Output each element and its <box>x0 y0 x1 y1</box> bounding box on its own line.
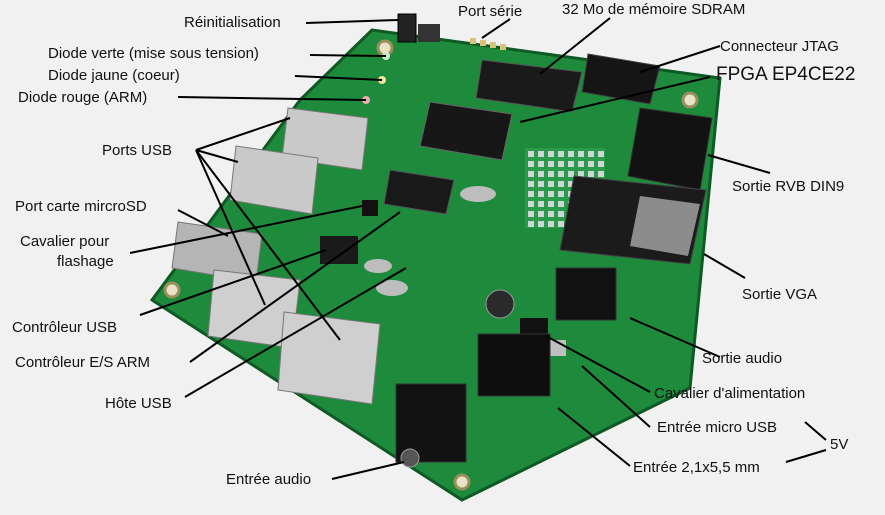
mounting-hole-icon <box>453 473 471 491</box>
led-dot <box>568 161 574 167</box>
reset-button-part <box>397 13 417 43</box>
label-fpga: FPGA EP4CE22 <box>716 64 856 85</box>
led-dot <box>558 181 564 187</box>
label-yellow-led: Diode jaune (coeur) <box>48 67 180 84</box>
led-dot <box>548 181 554 187</box>
led-dot <box>598 161 604 167</box>
label-rgb-out: Sortie RVB DIN9 <box>732 178 845 195</box>
label-red-led: Diode rouge (ARM) <box>18 89 148 106</box>
led-dot <box>548 211 554 217</box>
led-dot <box>548 161 554 167</box>
led-dot <box>578 171 584 177</box>
led-dot <box>538 211 544 217</box>
led-dot <box>568 151 574 157</box>
dc-jack <box>477 333 551 397</box>
leader-lines <box>129 17 827 480</box>
led-dot <box>528 191 534 197</box>
led-dot <box>558 221 564 227</box>
led-dot <box>558 211 564 217</box>
led-dot <box>568 181 574 187</box>
label-power-jumper: Cavalier d'alimentation <box>654 385 806 402</box>
jtag-connector <box>581 53 661 105</box>
label-usb-controller: Contrôleur USB <box>12 319 118 336</box>
label-dc-in: Entrée 2,1x5,5 mm <box>633 459 760 476</box>
label-audio-out: Sortie audio <box>702 350 783 367</box>
label-reset: Réinitialisation <box>184 14 281 31</box>
label-usb-host: Hôte USB <box>105 395 172 412</box>
label-five-volt: 5V <box>830 436 849 453</box>
mounting-hole-icon <box>681 91 699 109</box>
label-jtag: Connecteur JTAG <box>720 38 839 55</box>
led-dot <box>528 171 534 177</box>
led-dot <box>548 221 554 227</box>
led-dot <box>538 161 544 167</box>
led-dot <box>528 201 534 207</box>
led-dot <box>538 201 544 207</box>
audio-out-jack <box>555 267 617 321</box>
led-dot <box>558 201 564 207</box>
led-dot <box>558 161 564 167</box>
led-dot <box>588 151 594 157</box>
led-dot <box>558 151 564 157</box>
led-dot <box>548 201 554 207</box>
label-microsd: Port carte mircroSD <box>15 198 147 215</box>
led-dot <box>558 171 564 177</box>
led-dot <box>578 161 584 167</box>
led-dot <box>598 171 604 177</box>
arm-io-controller-chip <box>383 169 455 215</box>
label-micro-usb-in: Entrée micro USB <box>657 419 778 436</box>
led-dot <box>528 181 534 187</box>
led-dot <box>528 151 534 157</box>
serial-port-pins <box>470 38 506 50</box>
led-dot <box>548 191 554 197</box>
led-dot <box>538 221 544 227</box>
mounting-hole-icon <box>163 281 181 299</box>
led-dot <box>538 171 544 177</box>
led-dot <box>558 191 564 197</box>
usb-controller-chip <box>320 236 358 264</box>
label-serial-port: Port série <box>458 3 523 20</box>
usb-host-port-2 <box>277 311 381 405</box>
usb-port-upper-2 <box>229 145 319 215</box>
led-dot <box>588 161 594 167</box>
led-dot <box>538 191 544 197</box>
flash-jumper <box>362 200 378 216</box>
fpga-chip <box>419 101 513 161</box>
led-dot <box>528 221 534 227</box>
led-dot <box>528 161 534 167</box>
led-dot <box>538 151 544 157</box>
din9-connector <box>627 107 713 191</box>
led-dot <box>528 211 534 217</box>
led-dot <box>578 151 584 157</box>
led-dot <box>588 171 594 177</box>
label-audio-in: Entrée audio <box>226 471 312 488</box>
led-dot <box>598 151 604 157</box>
led-dot <box>548 171 554 177</box>
label-vga-out: Sortie VGA <box>742 286 818 303</box>
led-dot <box>548 151 554 157</box>
led-dot <box>568 171 574 177</box>
label-arm-io-controller: Contrôleur E/S ARM <box>15 354 151 371</box>
led-dot <box>538 181 544 187</box>
label-green-led: Diode verte (mise sous tension) <box>48 45 259 62</box>
label-sdram: 32 Mo de mémoire SDRAM <box>562 1 746 18</box>
label-flash-jumper-line2: flashage <box>57 253 114 270</box>
label-flash-jumper-line1: Cavalier pour <box>20 233 110 250</box>
usb-port-upper-1 <box>281 107 369 171</box>
label-usb-ports: Ports USB <box>102 142 173 159</box>
